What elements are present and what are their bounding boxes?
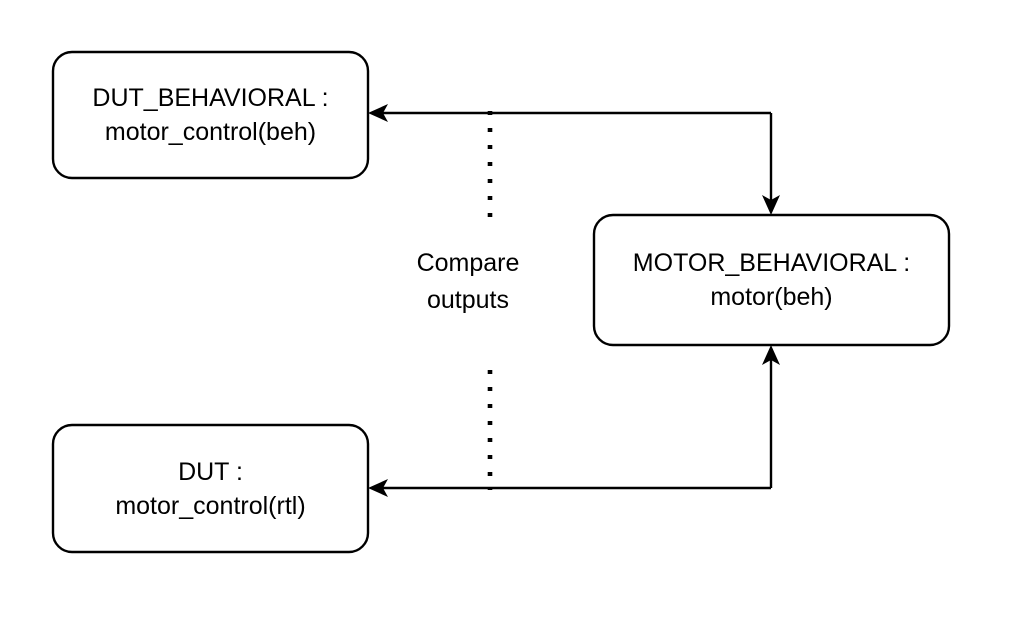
node-box-dut-behavioral[interactable] <box>51 50 370 180</box>
arrowhead-left-into-dut <box>368 479 388 497</box>
node-box-motor-behavioral[interactable] <box>592 213 951 347</box>
compare-outputs-line2: outputs <box>426 286 509 314</box>
arrowhead-left-into-dut-behavioral <box>368 104 388 122</box>
node-box-dut[interactable] <box>51 423 370 554</box>
compare-outputs-annotation: Compare outputs <box>370 245 566 319</box>
compare-outputs-line1: Compare <box>416 249 520 277</box>
arrowhead-down-into-motor-behavioral <box>762 195 780 215</box>
arrowhead-up-into-motor-behavioral <box>762 345 780 365</box>
